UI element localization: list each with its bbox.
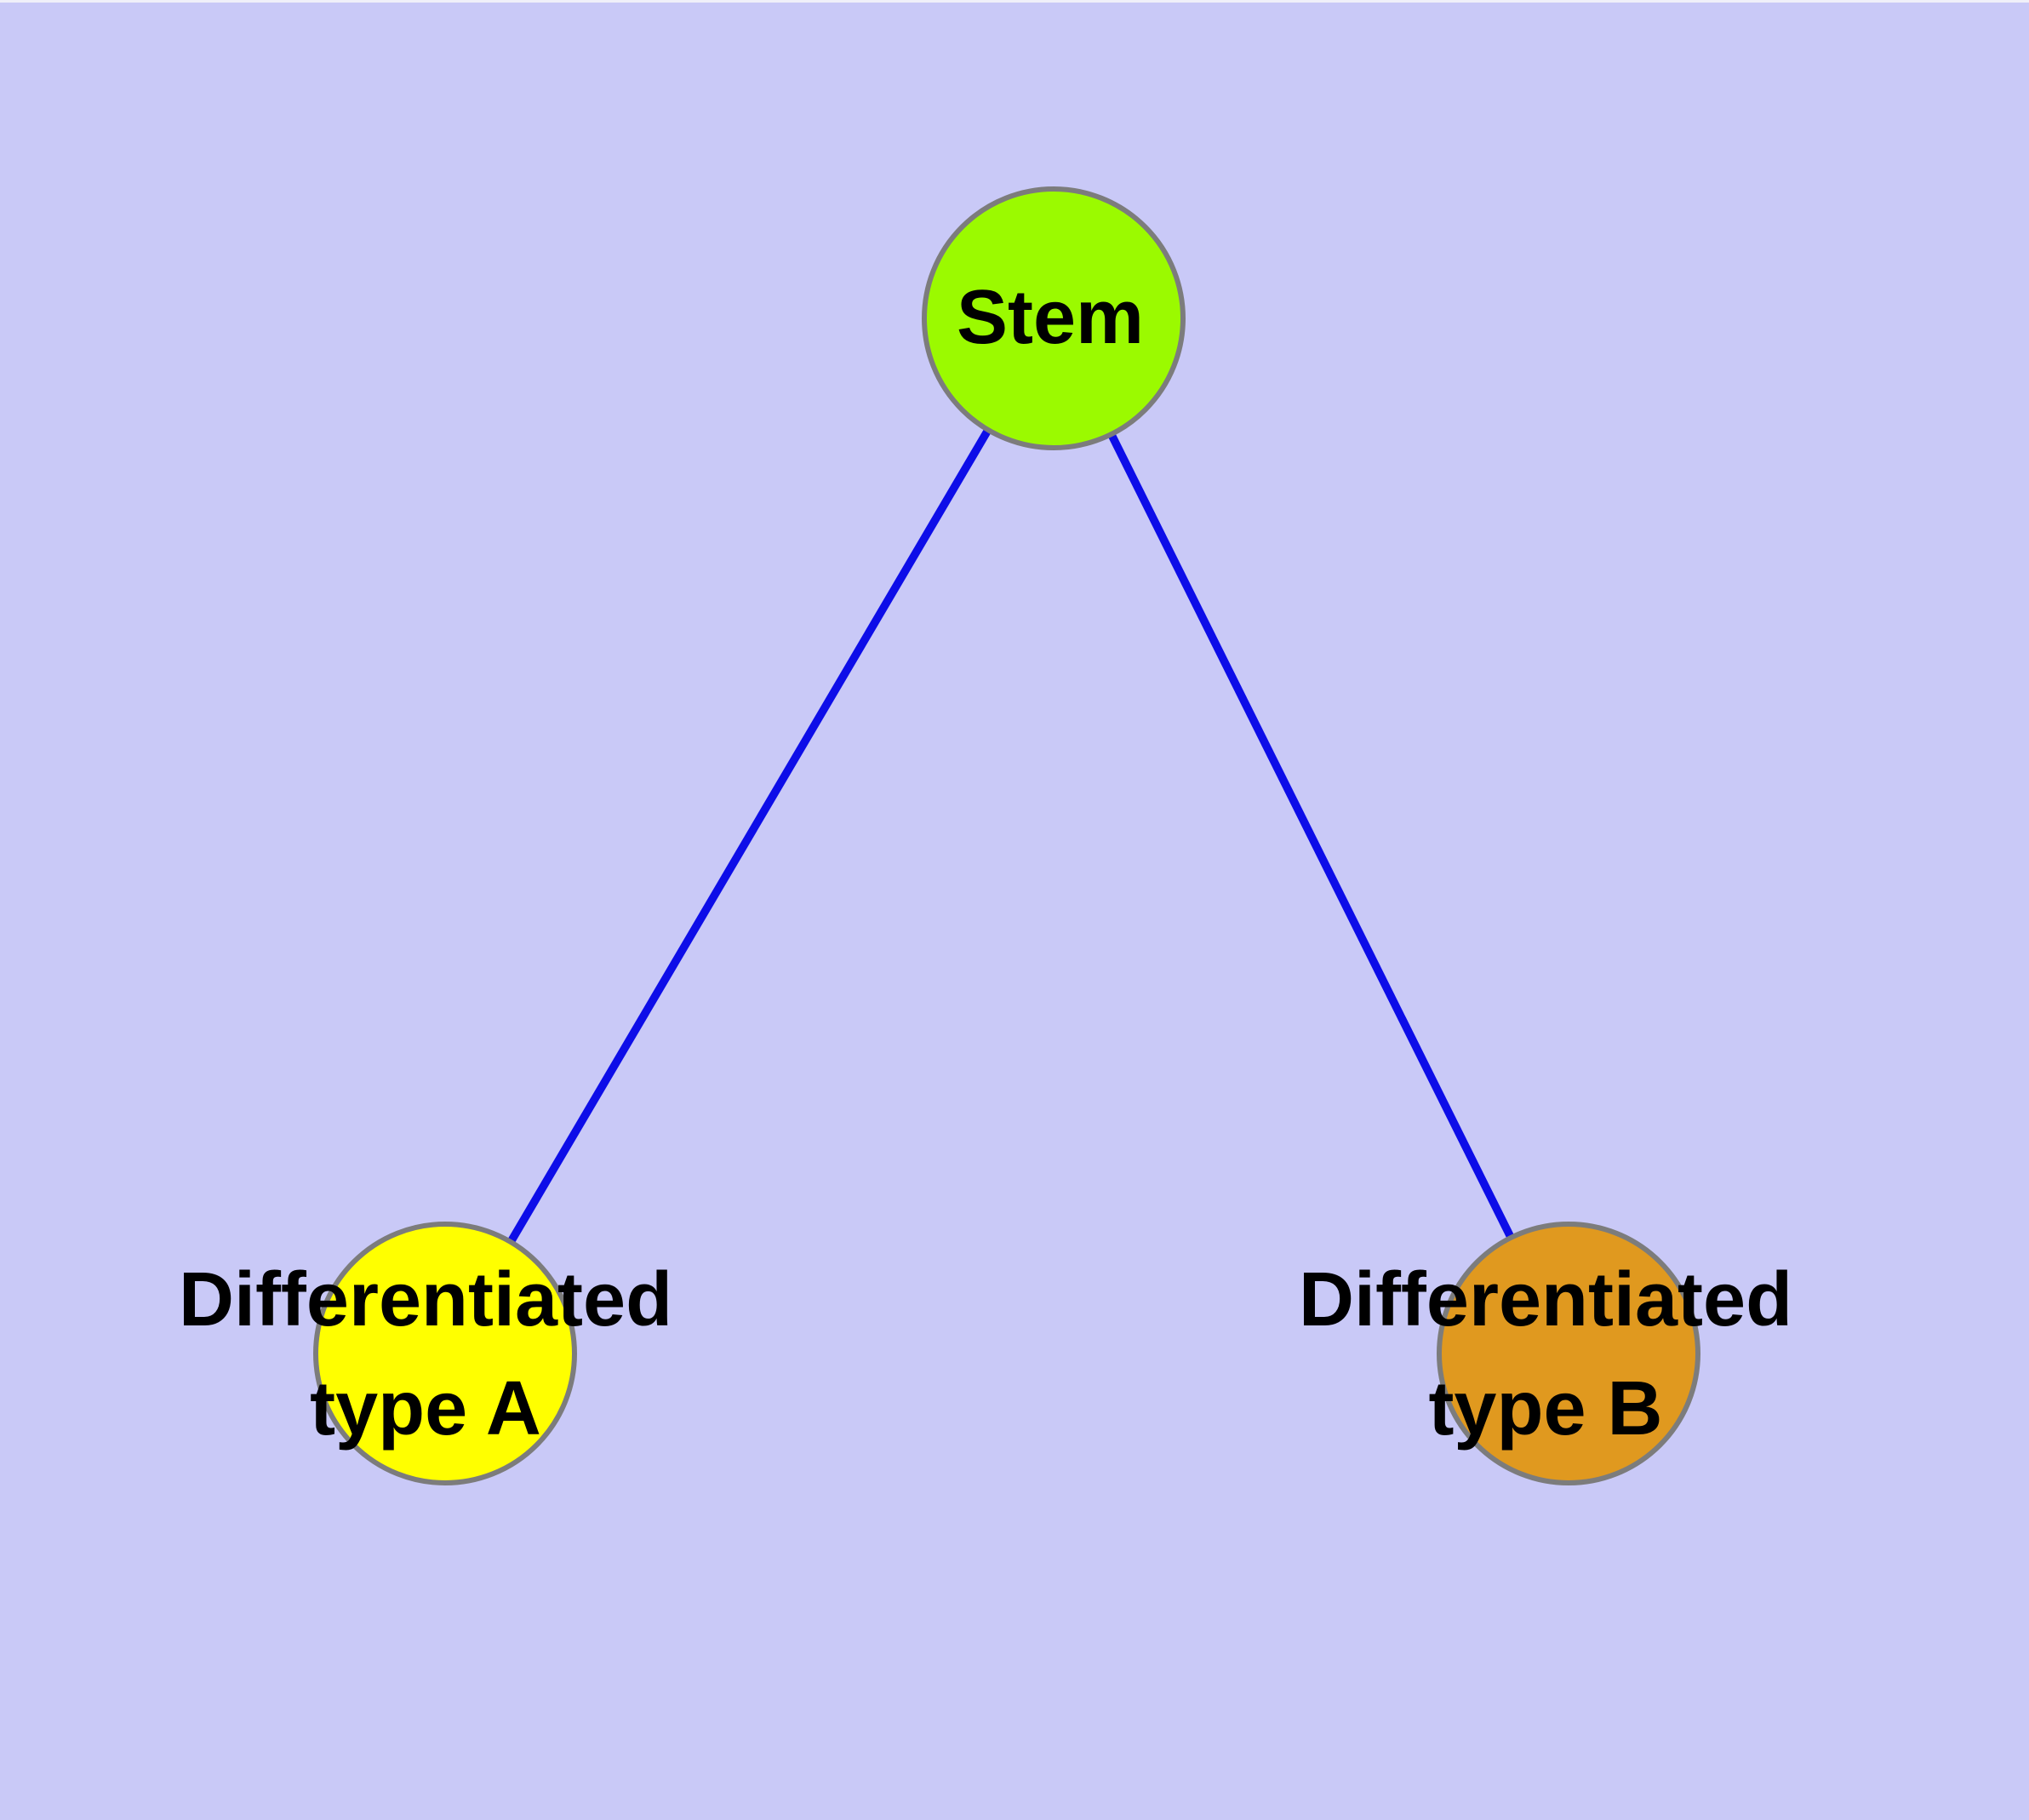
node-label-line: type B <box>1428 1366 1663 1451</box>
node-label-line: type A <box>310 1366 541 1451</box>
top-edge-highlight <box>0 0 2029 3</box>
node-circle-differentiated-type-a <box>313 1222 577 1485</box>
edge-stem-to-differentiated-type-b <box>1049 316 1573 1356</box>
node-label-differentiated-type-b: Differentiated type B <box>1299 1246 1792 1464</box>
node-label-line: Differentiated <box>1298 1257 1793 1343</box>
node-label-stem: Stem <box>957 264 1144 373</box>
edge-stem-to-differentiated-type-a <box>441 316 1058 1356</box>
node-circle-stem <box>922 186 1186 450</box>
node-label-differentiated-type-a: Differentiated type A <box>179 1246 672 1464</box>
node-circle-differentiated-type-b <box>1437 1222 1700 1485</box>
node-label-line: Differentiated <box>178 1257 673 1343</box>
node-label-line: Stem <box>956 275 1145 361</box>
